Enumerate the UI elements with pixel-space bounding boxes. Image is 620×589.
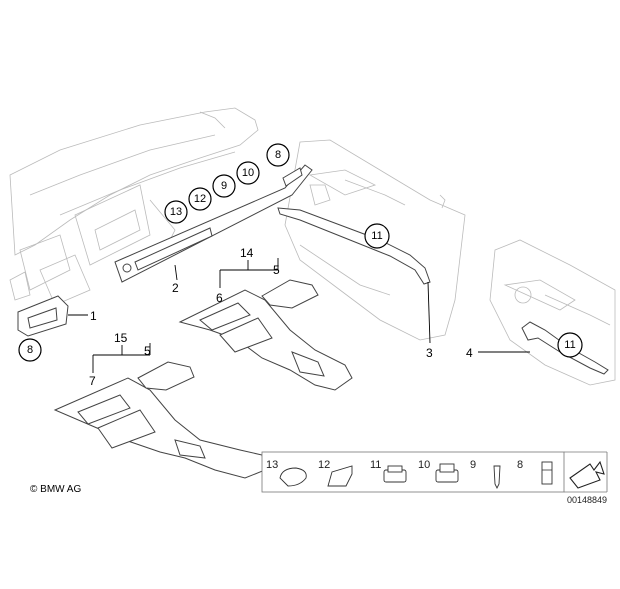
- front-door-sketch: [284, 139, 466, 341]
- callout-4: 4: [466, 346, 473, 360]
- part-7-console-trim: [53, 377, 266, 479]
- callout-6: 6: [216, 291, 223, 305]
- legend-item-10: 10: [418, 459, 459, 483]
- svg-text:8: 8: [517, 459, 523, 471]
- circled-callout-12: 12: [188, 187, 212, 211]
- legend-item-9: 9: [470, 459, 501, 490]
- svg-text:8: 8: [275, 149, 281, 161]
- circled-callout-11-rear: 11: [557, 332, 583, 358]
- svg-text:13: 13: [266, 459, 278, 471]
- part-5-cover-lower: [137, 361, 195, 391]
- svg-text:9: 9: [470, 459, 476, 471]
- legend-item-12: 12: [318, 459, 353, 487]
- diagram-id: 00148849: [567, 495, 607, 505]
- callout-14: 14: [240, 246, 254, 260]
- part-5-cover-upper: [261, 279, 319, 309]
- part-1-left-trim: [17, 295, 69, 337]
- fastener-legend: 13 12 11 10 9 8: [261, 451, 608, 493]
- callout-2: 2: [172, 281, 179, 295]
- dashboard-sketch: [9, 107, 259, 306]
- circled-callout-10: 10: [236, 161, 260, 185]
- svg-text:12: 12: [194, 193, 206, 205]
- part-2-dash-trim: [114, 164, 313, 283]
- svg-text:11: 11: [564, 339, 575, 351]
- svg-text:11: 11: [370, 459, 381, 471]
- svg-text:9: 9: [221, 180, 227, 192]
- callout-15: 15: [114, 331, 128, 345]
- callout-1: 1: [90, 309, 97, 323]
- callout-5-upper: 5: [273, 263, 280, 277]
- part-6-console-trim: [178, 289, 353, 391]
- svg-text:8: 8: [27, 344, 33, 356]
- svg-text:11: 11: [371, 230, 382, 242]
- callout-7: 7: [89, 374, 96, 388]
- circled-callout-9: 9: [212, 174, 236, 198]
- rear-door-sketch: [489, 239, 616, 386]
- callout-3: 3: [426, 346, 433, 360]
- brand-label: © BMW AG: [30, 484, 81, 495]
- circled-callout-11-door: 11: [364, 223, 390, 249]
- circled-callout-8-top: 8: [266, 143, 290, 167]
- leader-lines: [68, 258, 530, 373]
- circled-callout-8-left: 8: [18, 338, 42, 362]
- legend-item-11: 11: [370, 459, 407, 483]
- arrow-icon: [569, 460, 605, 489]
- callout-5-lower: 5: [144, 344, 151, 358]
- part-3-door-strip: [277, 207, 431, 285]
- svg-text:10: 10: [418, 459, 430, 471]
- svg-text:10: 10: [242, 167, 254, 179]
- svg-text:13: 13: [170, 206, 182, 218]
- legend-item-13: 13: [266, 459, 307, 487]
- svg-text:12: 12: [318, 459, 330, 471]
- legend-item-8: 8: [517, 459, 553, 485]
- circled-callout-13: 13: [164, 200, 188, 224]
